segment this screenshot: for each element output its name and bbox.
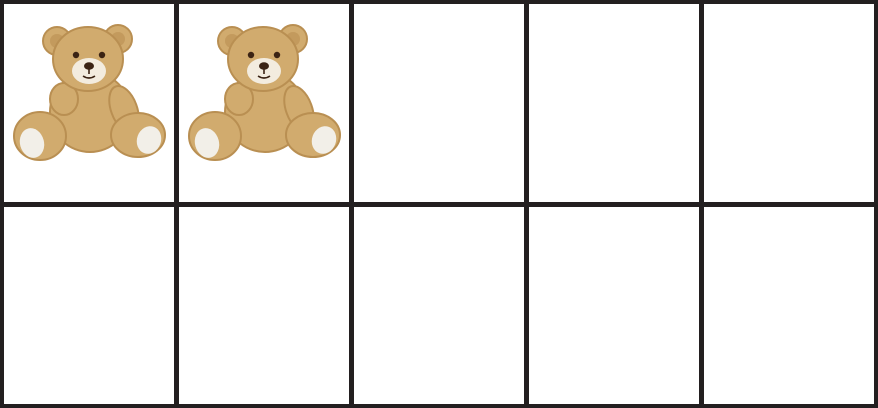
frame-cell-r2-c5 <box>704 206 874 404</box>
frame-cell-r1-c5 <box>704 4 874 202</box>
frame-cell-r2-c4 <box>529 206 699 404</box>
frame-cell-r2-c3 <box>354 206 524 404</box>
frame-cell-r1-c3 <box>354 4 524 202</box>
frame-cell-r1-c1 <box>4 4 174 202</box>
frame-cell-r1-c4 <box>529 4 699 202</box>
frame-cell-r2-c1 <box>4 206 174 404</box>
frame-cell-r2-c2 <box>179 206 349 404</box>
frame-cell-r1-c2 <box>179 4 349 202</box>
